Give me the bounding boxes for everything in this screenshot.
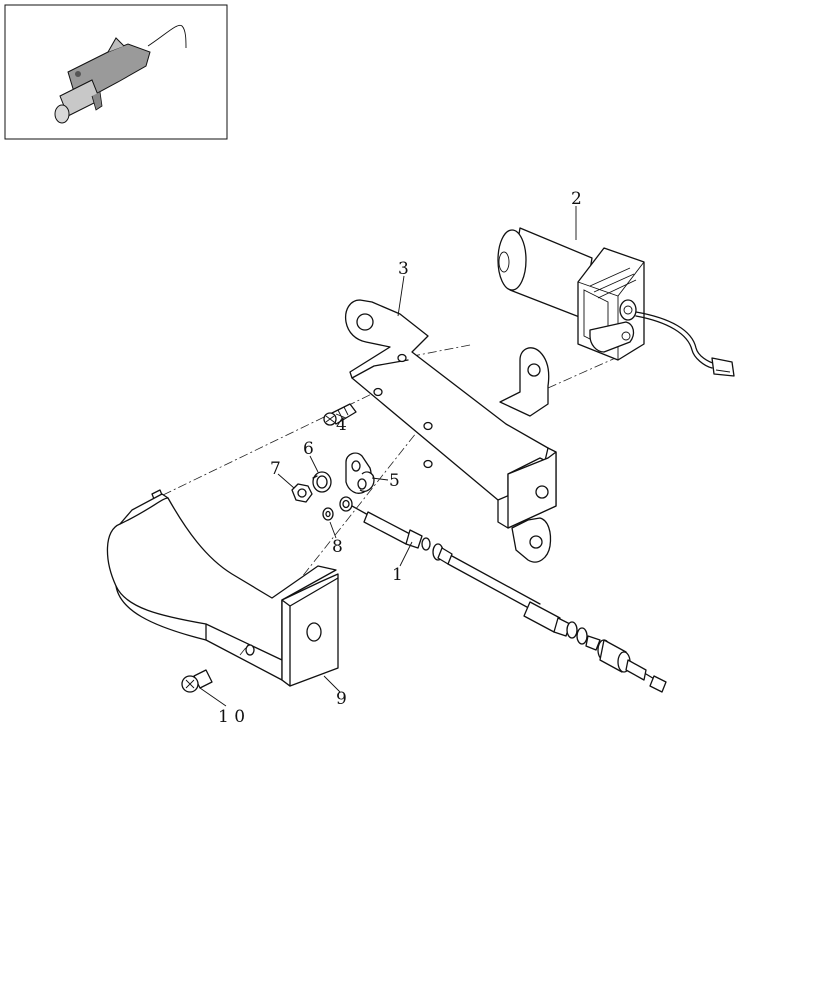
nut-part-7 [291,483,313,503]
thumbnail-inset [4,4,228,140]
callout-4: 4 [336,415,347,435]
lock-washer-part-6 [312,471,332,493]
callout-10: 1 0 [218,707,245,727]
pedal-part-9 [106,489,339,687]
callout-9: 9 [336,689,347,709]
leader-lines [199,206,577,707]
callout-numbers: 2 3 4 5 6 7 8 1 9 1 0 [218,189,582,727]
callout-8: 8 [332,537,343,557]
clamp-part-5 [345,452,375,494]
flat-washer-part-8 [322,507,334,521]
callout-6: 6 [303,439,314,459]
mounting-bracket-part-3 [344,299,557,563]
bolt-part-4 [323,403,357,426]
bolt-part-10 [181,669,213,693]
callout-7: 7 [270,459,281,479]
callout-5: 5 [389,471,400,491]
control-cable-part-1 [339,496,667,693]
callout-3: 3 [398,259,409,279]
actuator-motor-part-2 [497,227,735,377]
callout-1: 1 [392,565,403,585]
callout-2: 2 [571,189,582,209]
